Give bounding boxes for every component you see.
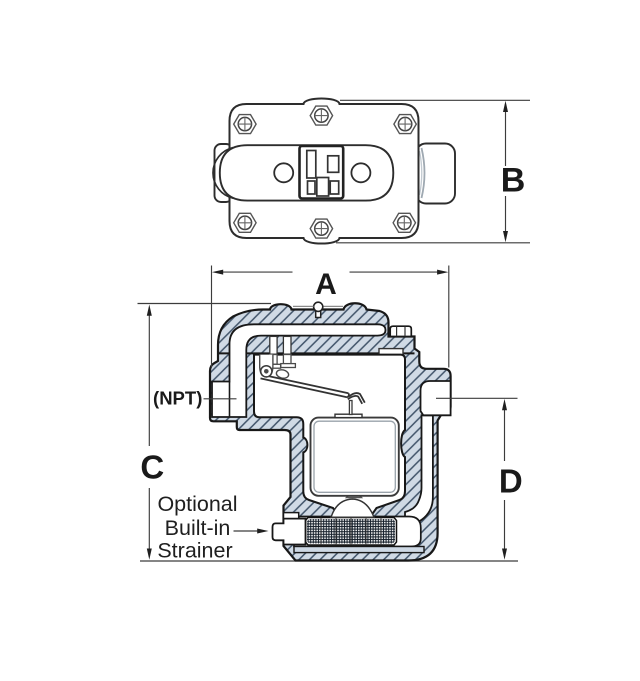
svg-text:A: A: [315, 268, 337, 301]
svg-text:B: B: [501, 162, 526, 200]
svg-text:Optional: Optional: [157, 492, 237, 516]
svg-text:C: C: [140, 449, 164, 486]
svg-text:D: D: [499, 463, 523, 500]
svg-text:Strainer: Strainer: [157, 539, 232, 563]
svg-text:(NPT): (NPT): [153, 388, 202, 409]
svg-text:Built-in: Built-in: [165, 516, 231, 540]
